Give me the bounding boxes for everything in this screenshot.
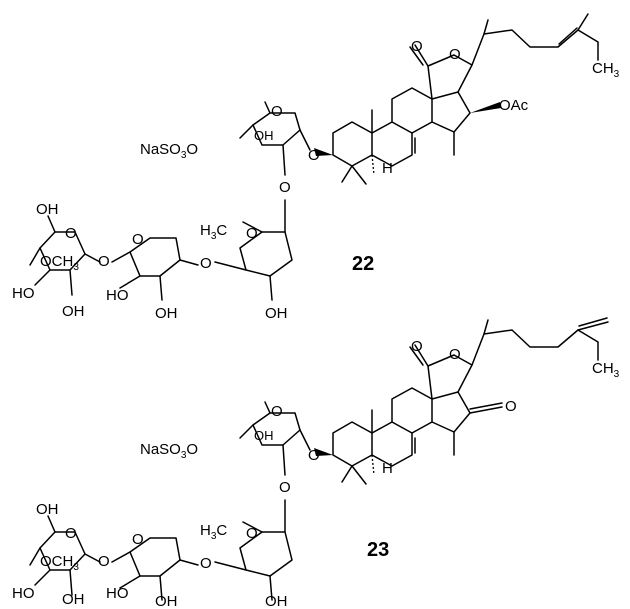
glycosidic-oxygen-label: O — [98, 553, 110, 570]
lactone-ring-oxygen: O — [449, 346, 461, 363]
compound-22-structure: NaSO3O OH O O O O O OAc CH3 H H3C O O OH… — [12, 13, 620, 322]
oh-label: OH — [265, 593, 288, 609]
lactone-carbonyl-oxygen: O — [411, 338, 423, 355]
compound-23-structure: NaSO3O OH O O O O O O CH3 H H3C O O OH O… — [12, 317, 620, 609]
h3c-label: H3C — [200, 222, 227, 242]
glycosidic-oxygen-label: O — [200, 555, 212, 572]
c16-ketone-oxygen: O — [505, 398, 517, 415]
ring-oxygen-label: O — [65, 525, 77, 542]
oh-label: OH — [254, 428, 274, 443]
ring-oxygen-label: O — [271, 403, 283, 420]
glycosidic-oxygen-label: O — [308, 147, 320, 164]
h-label: H — [382, 460, 393, 477]
oh-label: OH — [254, 128, 274, 143]
oh-label: OH — [155, 593, 178, 609]
ho-label: HO — [106, 287, 129, 304]
ho-label: HO — [106, 585, 129, 602]
ring-oxygen-label: O — [132, 231, 144, 248]
side-chain-methyl-label: CH3 — [592, 60, 620, 80]
sulfate-label-22: NaSO3O — [140, 141, 198, 161]
compound-label-23: 23 — [367, 539, 389, 561]
glycosidic-oxygen-label: O — [279, 179, 291, 196]
oh-label: OH — [62, 591, 85, 608]
ome-label: OCH3 — [40, 553, 79, 573]
sulfate-label-23: NaSO3O — [140, 441, 198, 461]
glycosidic-oxygen-label: O — [200, 255, 212, 272]
lactone-ring-oxygen: O — [449, 46, 461, 63]
c16-substituent-label: OAc — [499, 97, 529, 114]
h-label: H — [382, 160, 393, 177]
h3c-label: H3C — [200, 522, 227, 542]
lactone-carbonyl-oxygen: O — [411, 38, 423, 55]
ring-oxygen-label: O — [132, 531, 144, 548]
side-chain-methyl-label: CH3 — [592, 360, 620, 380]
ring-oxygen-label: O — [246, 525, 258, 542]
glycosidic-oxygen-label: O — [279, 479, 291, 496]
ho-label: HO — [12, 585, 35, 602]
oh-label: OH — [36, 501, 59, 518]
oh-label: OH — [155, 305, 178, 322]
ho-label: HO — [12, 285, 35, 302]
ring-oxygen-label: O — [246, 225, 258, 242]
glycosidic-oxygen-label: O — [98, 253, 110, 270]
ring-oxygen-label: O — [271, 103, 283, 120]
compound-label-22: 22 — [352, 253, 374, 275]
ring-oxygen-label: O — [65, 225, 77, 242]
ome-label: OCH3 — [40, 253, 79, 273]
oh-label: OH — [36, 201, 59, 218]
oh-label: OH — [265, 305, 288, 322]
glycosidic-oxygen-label: O — [308, 447, 320, 464]
oh-label: OH — [62, 303, 85, 320]
